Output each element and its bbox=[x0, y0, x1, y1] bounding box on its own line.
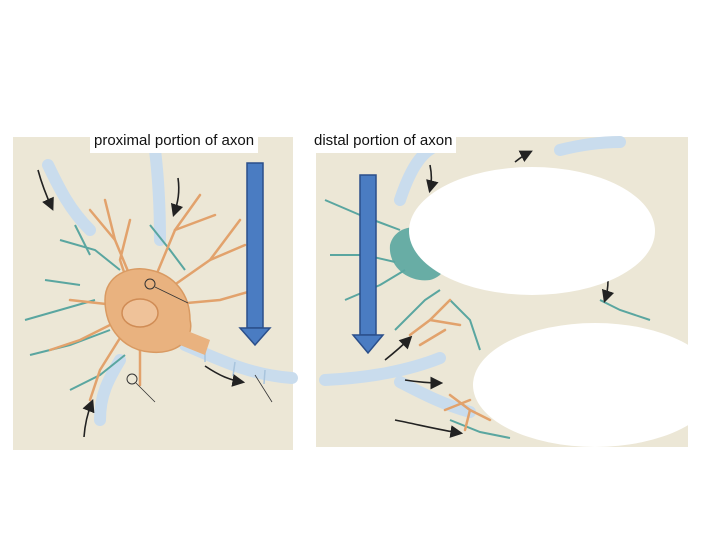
teal-branches bbox=[24, 224, 186, 391]
circle-marker-icon bbox=[144, 278, 156, 290]
proximal-axon-label: proximal portion of axon bbox=[90, 129, 259, 153]
curved-arrow-icon bbox=[384, 150, 615, 438]
axon-terminals bbox=[408, 298, 492, 432]
blank-oval bbox=[409, 167, 655, 295]
circle-marker-icon bbox=[126, 373, 138, 385]
blank-oval bbox=[473, 323, 717, 447]
left-panel bbox=[13, 137, 298, 450]
nucleus bbox=[121, 298, 159, 328]
down-arrow-icon bbox=[238, 162, 272, 347]
down-arrow-icon bbox=[351, 174, 385, 355]
right-panel bbox=[316, 136, 720, 449]
distal-axon-label: distal portion of axon bbox=[310, 129, 457, 153]
curved-arrow-icon bbox=[37, 169, 246, 438]
